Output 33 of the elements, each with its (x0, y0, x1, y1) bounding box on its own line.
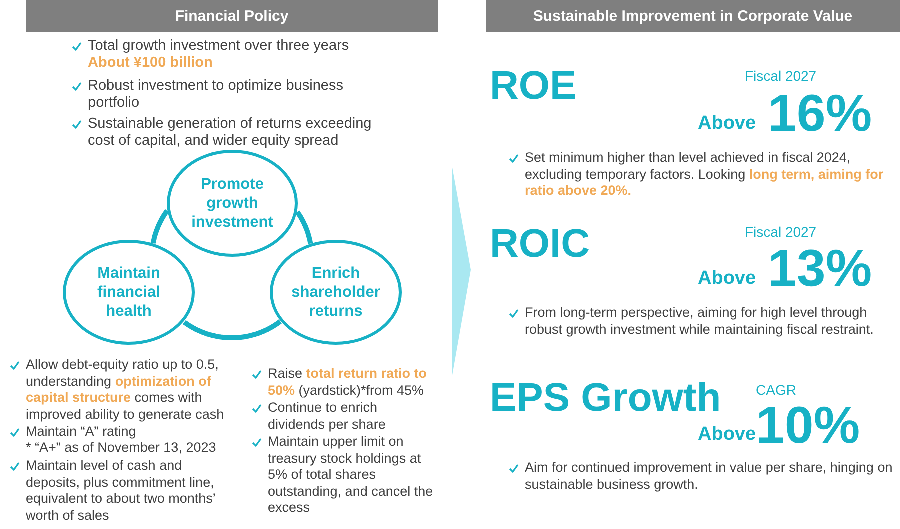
target-value: 10% (756, 398, 860, 454)
threshold-label: Above (698, 268, 756, 290)
node-label: Promote growth investment (190, 175, 274, 232)
bullet-text: Aim for continued improvement in value per share, hinging on sustainable business growth. (525, 460, 894, 493)
bullet-text: Continue to enrich dividends per share (268, 400, 387, 433)
bullet-text: Maintain upper limit on treasury stock holdings at 5% of total shares outstanding, and cancel the excess (268, 434, 434, 516)
header-bar (486, 0, 900, 32)
bullet-text: From long-term perspective, aiming for high level through robust growth investment while maintaining fiscal restraint. (525, 305, 875, 338)
period-label: CAGR (756, 382, 796, 398)
node-label: Enrich shareholder returns (290, 264, 382, 321)
threshold-label: Above (698, 113, 756, 135)
metric-name: EPS Growth (490, 376, 722, 420)
ring-connector (182, 320, 282, 340)
target-value: 13% (768, 241, 872, 297)
bullet-text: Allow debt-equity ratio up to 0.5, understanding optimization of capital structure comes with improved ability to generate cash (26, 357, 226, 423)
threshold-label: Above (698, 424, 756, 446)
header-bar (26, 0, 438, 32)
target-value: 16% (768, 86, 872, 142)
bullet-text: Maintain level of cash and deposits, plus commitment line, equivalent to about two months’ worth of sales (26, 458, 216, 524)
period-label: Fiscal 2027 (745, 224, 817, 240)
metric-name: ROE (490, 64, 577, 108)
footnote-text: * “A+” as of November 13, 2023 (26, 440, 218, 456)
bullet-text: Robust investment to optimize business portfolio (88, 78, 344, 112)
node-label: Maintain financial health (96, 264, 162, 321)
header-title: Financial Policy (175, 8, 289, 24)
bullet-text: Sustainable generation of returns exceeding cost of capital, and wider equity spread (88, 116, 373, 150)
metric-name: ROIC (490, 222, 590, 266)
bullet-text: Set minimum higher than level achieved in fiscal 2024, excluding temporary factors. Looking long term, aiming for ratio above 20%. (525, 150, 885, 200)
period-label: Fiscal 2027 (745, 68, 817, 84)
bullet-text: Raise total return ratio to 50% (yardstick)*from 45% (268, 366, 428, 399)
header-title: Sustainable Improvement in Corporate Value (533, 8, 853, 24)
bullet-text: Maintain “A” rating (26, 424, 138, 440)
bullet-text: Total growth investment over three years About ¥100 billion (88, 38, 350, 72)
